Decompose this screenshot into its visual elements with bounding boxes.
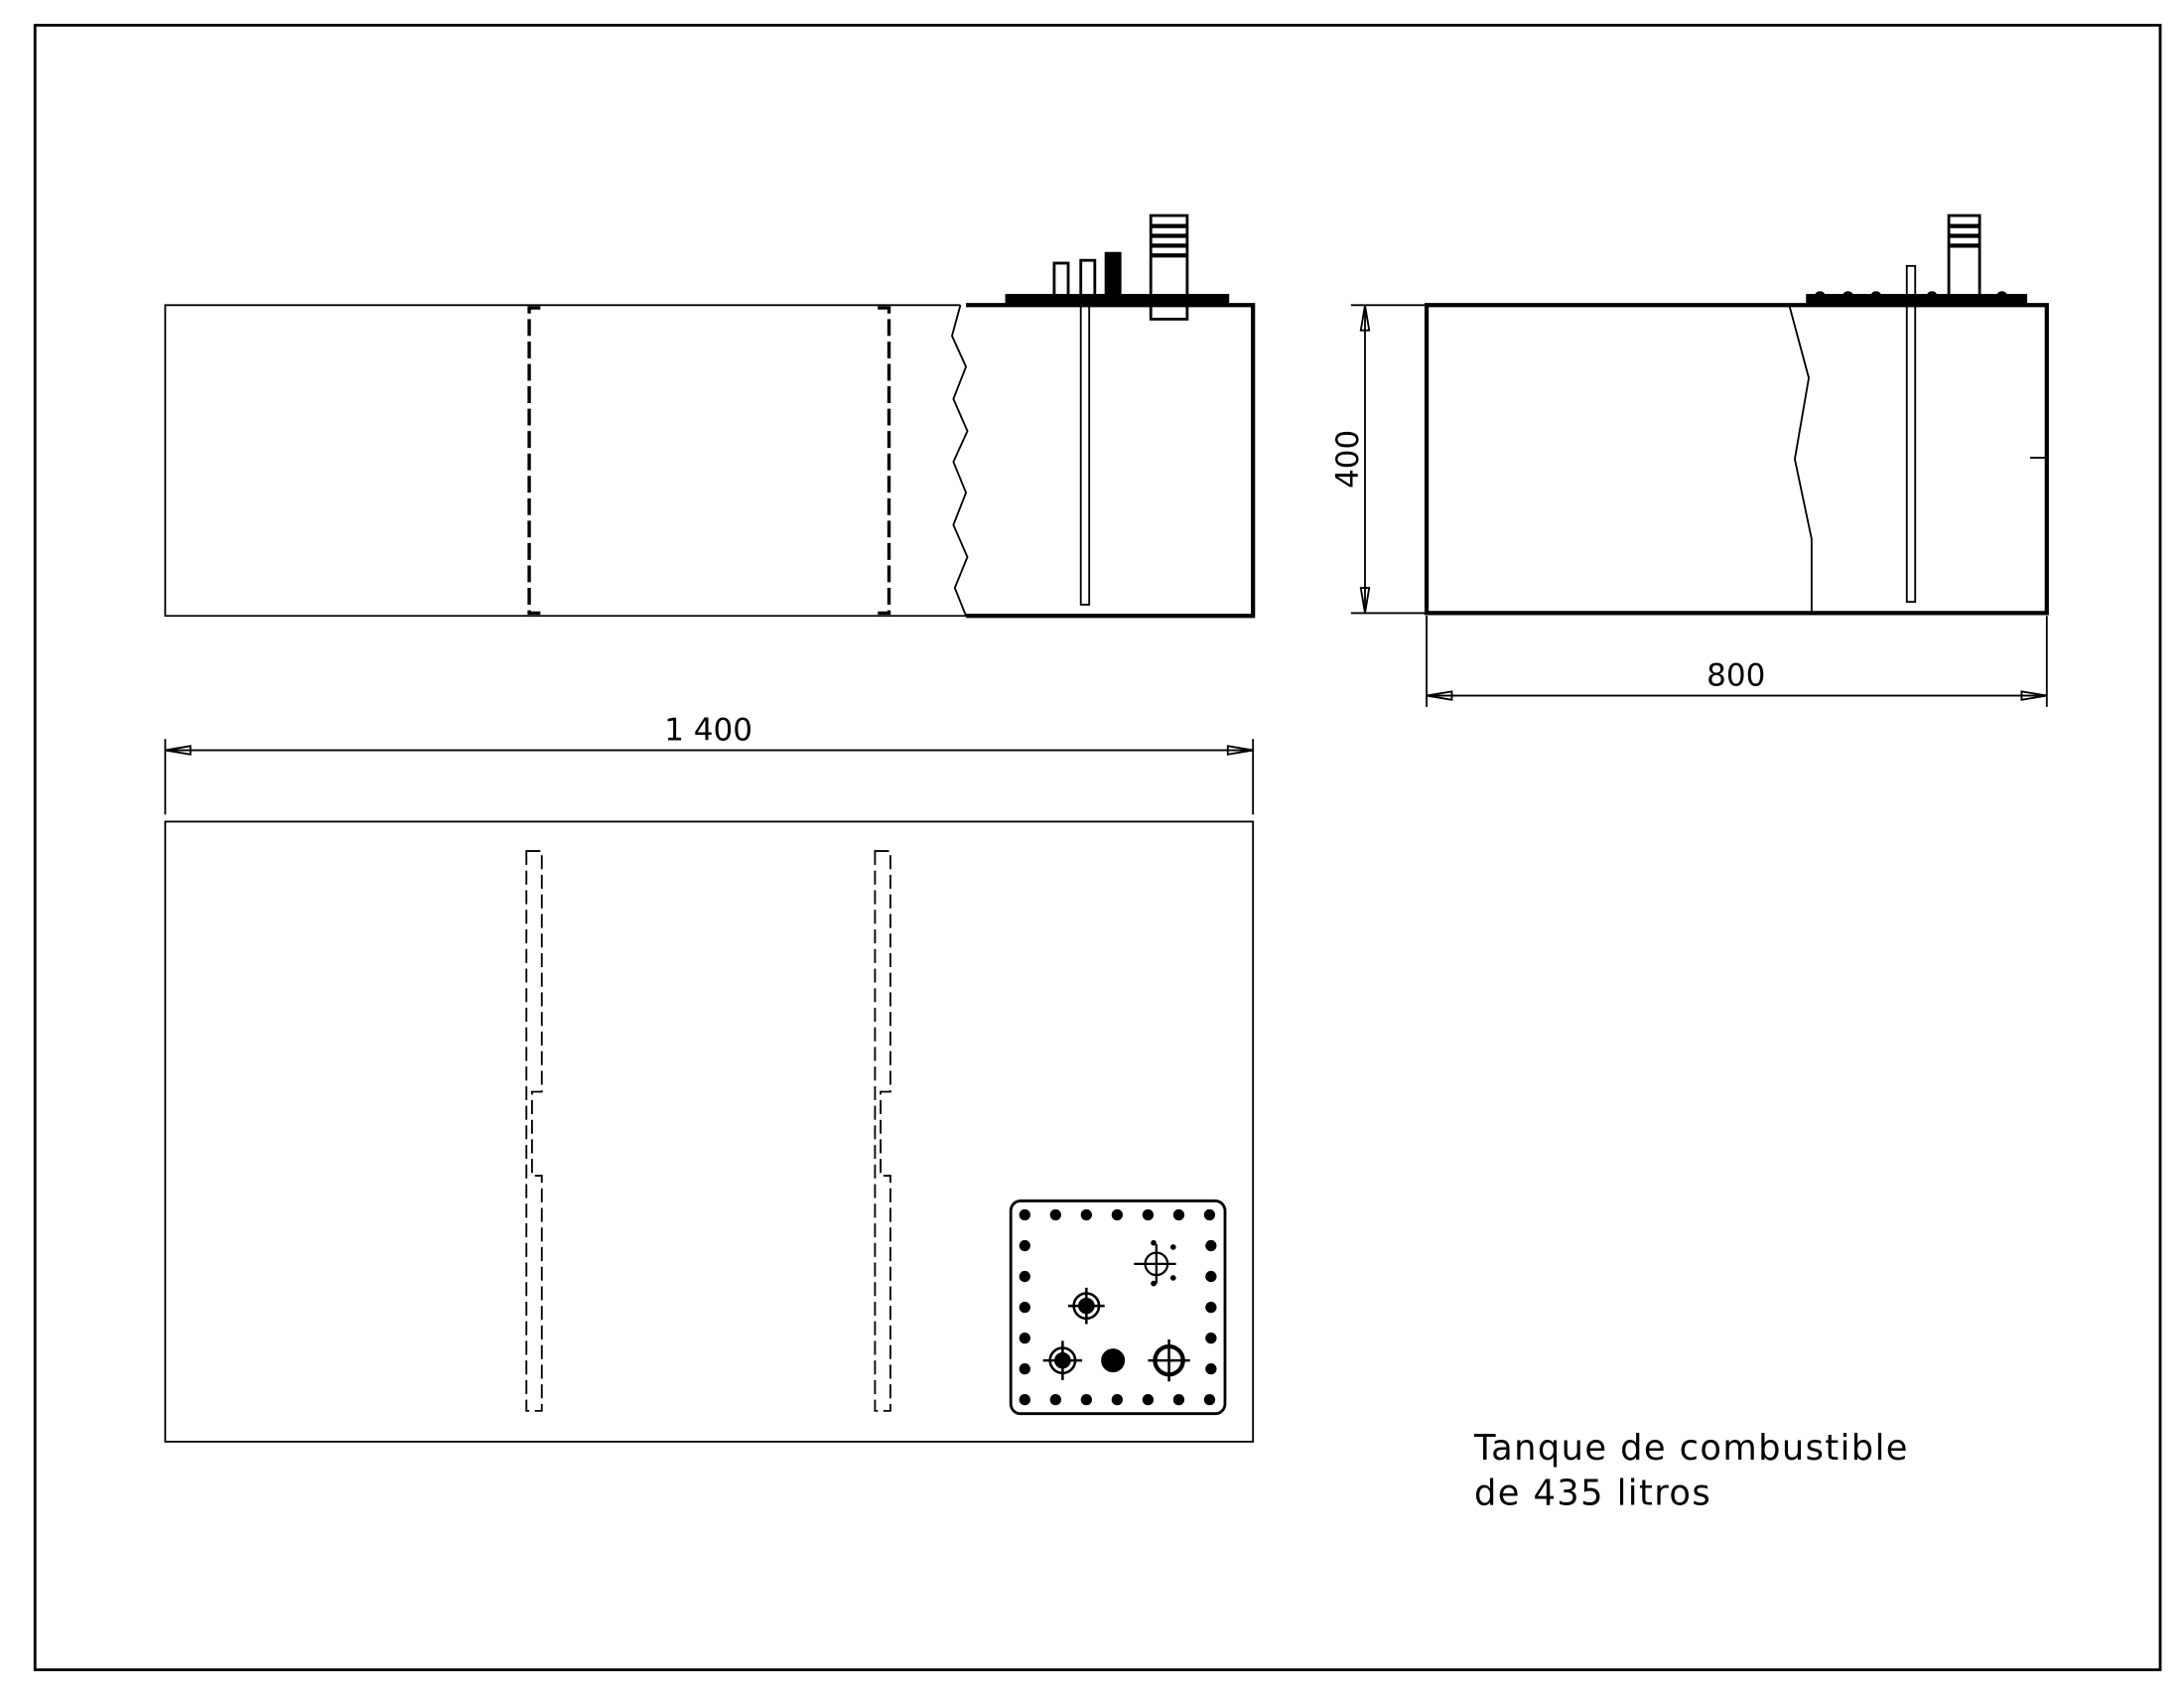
bolt-hole bbox=[1080, 1208, 1092, 1221]
bolt-hole bbox=[1080, 1393, 1092, 1406]
bolt-hole bbox=[1172, 1208, 1185, 1221]
sensor-port bbox=[1101, 1348, 1126, 1373]
length-dimension: 1 400 bbox=[164, 713, 1255, 815]
bolt-hole bbox=[1019, 1362, 1030, 1375]
height-dimension: 400 bbox=[1330, 304, 1428, 615]
baffle-right bbox=[878, 306, 891, 616]
bolt-hole bbox=[1172, 1393, 1185, 1406]
suction-pipe bbox=[1079, 304, 1091, 606]
bolt-hole bbox=[1203, 1393, 1216, 1406]
top-fittings bbox=[1806, 213, 2028, 307]
bolt-hole bbox=[1142, 1393, 1155, 1406]
bolt-hole bbox=[1111, 1208, 1124, 1221]
width-label: 800 bbox=[1706, 658, 1765, 694]
bolt-hole bbox=[1205, 1332, 1217, 1344]
length-label: 1 400 bbox=[664, 713, 752, 749]
suction-pipe bbox=[1905, 264, 1917, 604]
end-view: 400 800 bbox=[1330, 213, 2049, 707]
bolt-hole bbox=[1019, 1239, 1030, 1252]
bolt-hole bbox=[1019, 1270, 1030, 1283]
width-dimension: 800 bbox=[1426, 616, 2048, 707]
bolt-holes bbox=[1019, 1208, 1217, 1406]
supply-port bbox=[1042, 1340, 1083, 1380]
bolt-hole bbox=[1205, 1239, 1217, 1252]
bolt-hole bbox=[1142, 1208, 1155, 1221]
side-view bbox=[164, 213, 1256, 619]
baffle-right bbox=[874, 850, 891, 1412]
break-line bbox=[1788, 305, 1813, 614]
vent-port bbox=[1134, 1244, 1176, 1284]
return-port bbox=[1068, 1287, 1105, 1325]
gauge-port bbox=[1148, 1339, 1190, 1382]
bolt-hole bbox=[1049, 1393, 1061, 1406]
bolt-hole bbox=[1019, 1332, 1030, 1344]
bolt-hole bbox=[1205, 1301, 1217, 1314]
break-line bbox=[951, 305, 969, 617]
bolt-hole bbox=[1019, 1208, 1030, 1221]
drawing-frame bbox=[33, 23, 2162, 1672]
mounting-plate bbox=[1009, 1199, 1227, 1416]
baffle-left bbox=[527, 306, 541, 616]
bolt-hole bbox=[1205, 1362, 1217, 1375]
bolt-hole bbox=[1019, 1301, 1030, 1314]
bolt-hole bbox=[1203, 1208, 1216, 1221]
bolt-hole bbox=[1111, 1393, 1124, 1406]
bolt-hole bbox=[1049, 1208, 1061, 1221]
bolt-hole bbox=[1019, 1393, 1030, 1406]
height-label: 400 bbox=[1330, 430, 1366, 489]
title-block: Tanque de combustible de 435 litros bbox=[1473, 1428, 1909, 1513]
title-line-2: de 435 litros bbox=[1474, 1473, 1711, 1513]
title-line-1: Tanque de combustible bbox=[1473, 1428, 1909, 1469]
top-fittings bbox=[1005, 213, 1230, 321]
bolt-hole bbox=[1205, 1270, 1217, 1283]
plan-view bbox=[164, 820, 1255, 1443]
fitting-ports bbox=[1042, 1239, 1190, 1382]
baffle-left bbox=[525, 850, 543, 1412]
